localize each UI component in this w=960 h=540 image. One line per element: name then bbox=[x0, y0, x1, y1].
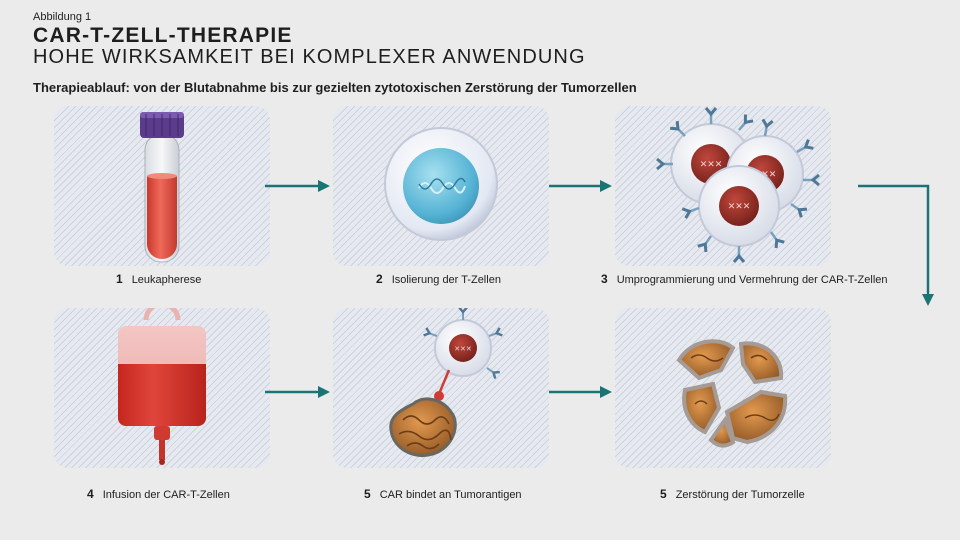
step-5-panel: ✕✕✕ bbox=[333, 308, 549, 468]
lead-text: Therapieablauf: von der Blutabnahme bis … bbox=[33, 80, 637, 95]
t-cell-icon bbox=[384, 127, 498, 241]
arrow-5-to-6-head bbox=[600, 386, 612, 398]
car-t-binding-tumor-icon: ✕✕✕ bbox=[389, 308, 504, 457]
page-subtitle: HOHE WIRKSAMKEIT BEI KOMPLEXER ANWENDUNG bbox=[33, 46, 586, 68]
destroyed-tumor-cell-icon bbox=[676, 339, 788, 448]
arrow-3-to-4-head bbox=[922, 294, 934, 306]
step-6-caption: 5 Zerstörung der Tumorzelle bbox=[660, 487, 805, 501]
infusion-bag-icon bbox=[118, 308, 206, 465]
step-3-number: 3 bbox=[601, 272, 608, 286]
step-2-caption: 2 Isolierung der T-Zellen bbox=[376, 272, 501, 286]
arrow-2-to-3-head bbox=[600, 180, 612, 192]
step-6-label: Zerstörung der Tumorzelle bbox=[675, 489, 805, 501]
arrow-4-to-5-head bbox=[318, 386, 330, 398]
step-1-label: Leukapherese bbox=[131, 274, 202, 286]
step-6-panel bbox=[615, 308, 831, 468]
arrow-1-to-2-head bbox=[318, 180, 330, 192]
step-3-caption: 3 Umprogrammierung und Vermehrung der CAR… bbox=[601, 272, 888, 286]
step-5-label: CAR bindet an Tumorantigen bbox=[379, 489, 522, 501]
step-4-caption: 4 Infusion der CAR-T-Zellen bbox=[87, 487, 230, 501]
svg-text:✕✕✕: ✕✕✕ bbox=[728, 201, 751, 211]
car-t-cells-icon: ✕✕✕ ✕✕✕ ✕✕✕ bbox=[655, 106, 821, 264]
figure-label: Abbildung 1 bbox=[33, 11, 92, 23]
step-5-caption: 5 CAR bindet an Tumorantigen bbox=[364, 487, 522, 501]
step-2-panel bbox=[333, 106, 549, 266]
page-title: CAR-T-ZELL-THERAPIE bbox=[33, 24, 293, 47]
step-2-label: Isolierung der T-Zellen bbox=[391, 274, 501, 286]
svg-text:✕✕✕: ✕✕✕ bbox=[754, 169, 777, 179]
step-5-number: 5 bbox=[364, 487, 371, 501]
step-3-panel: ✕✕✕ ✕✕✕ ✕✕✕ bbox=[615, 106, 831, 266]
step-4-label: Infusion der CAR-T-Zellen bbox=[102, 489, 230, 501]
step-1-panel bbox=[54, 106, 270, 266]
svg-text:✕✕✕: ✕✕✕ bbox=[700, 159, 723, 169]
step-1-caption: 1 Leukapherese bbox=[116, 272, 201, 286]
svg-text:✕✕✕: ✕✕✕ bbox=[454, 346, 472, 353]
step-4-number: 4 bbox=[87, 487, 94, 501]
step-1-number: 1 bbox=[116, 272, 123, 286]
step-4-panel bbox=[54, 308, 270, 468]
step-2-number: 2 bbox=[376, 272, 383, 286]
blood-tube-icon bbox=[140, 112, 184, 263]
step-6-number: 5 bbox=[660, 487, 667, 501]
step-3-label: Umprogrammierung und Vermehrung der CAR-… bbox=[616, 274, 888, 286]
